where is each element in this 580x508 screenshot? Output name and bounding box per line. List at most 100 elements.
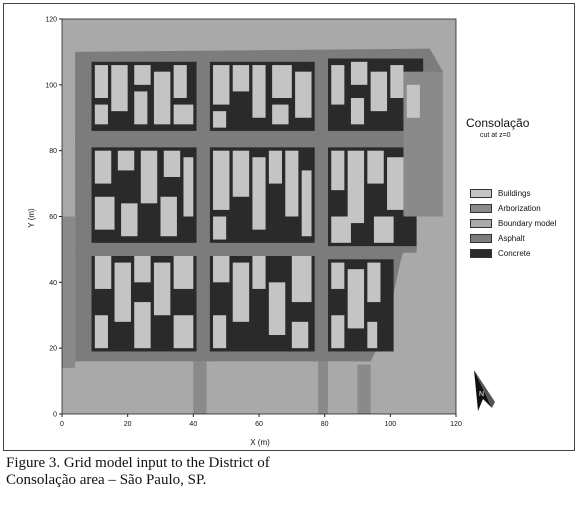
building bbox=[295, 71, 312, 118]
building bbox=[183, 157, 194, 217]
legend-label-concrete: Concrete bbox=[498, 249, 531, 258]
building bbox=[347, 269, 365, 329]
building bbox=[331, 216, 351, 243]
building bbox=[272, 65, 292, 98]
y-tick-label: 120 bbox=[45, 17, 57, 24]
x-tick-label: 100 bbox=[384, 421, 396, 428]
building bbox=[121, 203, 138, 237]
building bbox=[252, 157, 266, 230]
building bbox=[387, 157, 404, 210]
north-arrow-icon: N bbox=[474, 370, 495, 411]
street bbox=[314, 51, 328, 362]
building bbox=[173, 65, 187, 98]
building bbox=[213, 256, 230, 283]
building bbox=[367, 262, 381, 303]
street bbox=[196, 51, 210, 362]
building bbox=[173, 315, 194, 349]
building bbox=[213, 150, 230, 210]
figure-caption: Figure 3. Grid model input to the Distri… bbox=[6, 455, 270, 488]
building bbox=[291, 321, 309, 349]
street bbox=[75, 246, 417, 253]
y-tick-label: 100 bbox=[45, 82, 57, 89]
north-label: N bbox=[479, 391, 484, 398]
building bbox=[232, 150, 250, 197]
building bbox=[134, 302, 151, 349]
building bbox=[94, 104, 108, 125]
building bbox=[153, 262, 171, 316]
legend-label-buildings: Buildings bbox=[498, 189, 531, 198]
legend-item-boundary-model: Boundary model bbox=[470, 216, 556, 231]
legend-swatch-boundary-model bbox=[470, 219, 492, 228]
y-tick-label: 20 bbox=[49, 346, 57, 353]
building bbox=[232, 262, 250, 322]
legend-item-concrete: Concrete bbox=[470, 246, 556, 261]
legend-swatch-buildings bbox=[470, 189, 492, 198]
x-tick-label: 20 bbox=[124, 421, 132, 428]
building bbox=[213, 315, 227, 349]
building bbox=[134, 256, 151, 283]
map-title: Consolação bbox=[466, 116, 530, 130]
legend-swatch-concrete bbox=[470, 249, 492, 258]
building bbox=[94, 256, 112, 289]
avenue-south bbox=[318, 361, 328, 414]
building bbox=[173, 256, 194, 289]
building bbox=[140, 150, 158, 204]
building bbox=[213, 65, 230, 105]
building bbox=[272, 104, 289, 125]
legend-item-arborization: Arborization bbox=[470, 201, 556, 216]
building bbox=[367, 150, 384, 184]
building bbox=[134, 91, 148, 125]
building bbox=[117, 150, 135, 171]
x-tick-label: 40 bbox=[189, 421, 197, 428]
building bbox=[94, 196, 115, 230]
legend-label-arborization: Arborization bbox=[498, 204, 541, 213]
building bbox=[94, 315, 108, 349]
map-layer bbox=[62, 19, 456, 414]
building bbox=[160, 196, 177, 237]
legend-item-asphalt: Asphalt bbox=[470, 231, 556, 246]
building bbox=[268, 150, 282, 184]
building bbox=[268, 282, 286, 335]
y-tick-label: 80 bbox=[49, 148, 57, 155]
legend-label-asphalt: Asphalt bbox=[498, 234, 525, 243]
building bbox=[94, 150, 112, 184]
building bbox=[134, 65, 151, 85]
building bbox=[291, 256, 312, 303]
avenue-south bbox=[193, 361, 207, 414]
building bbox=[331, 315, 345, 349]
building bbox=[213, 216, 227, 240]
building bbox=[252, 65, 266, 118]
x-tick-label: 120 bbox=[450, 421, 462, 428]
building bbox=[285, 150, 299, 217]
arborization-strip bbox=[62, 216, 76, 368]
legend-swatch-asphalt bbox=[470, 234, 492, 243]
building bbox=[390, 65, 404, 98]
x-tick-label: 60 bbox=[255, 421, 263, 428]
building bbox=[232, 65, 250, 92]
building bbox=[94, 65, 108, 98]
building bbox=[111, 65, 128, 112]
building bbox=[163, 150, 181, 177]
building bbox=[173, 104, 194, 125]
x-tick-label: 0 bbox=[60, 421, 64, 428]
y-tick-label: 0 bbox=[53, 412, 57, 419]
y-axis-label: Y (m) bbox=[27, 208, 36, 228]
legend: Buildings Arborization Boundary model As… bbox=[470, 186, 556, 261]
y-tick-label: 60 bbox=[49, 214, 57, 221]
building bbox=[367, 321, 378, 349]
building bbox=[370, 71, 388, 112]
legend-label-boundary-model: Boundary model bbox=[498, 219, 557, 228]
map-subtitle: cut at z=0 bbox=[480, 132, 511, 139]
building bbox=[331, 262, 345, 289]
building bbox=[347, 150, 365, 224]
street bbox=[75, 134, 430, 145]
building bbox=[114, 262, 131, 322]
x-axis-label: X (m) bbox=[250, 438, 270, 447]
building bbox=[301, 170, 312, 237]
building bbox=[331, 65, 345, 105]
building bbox=[153, 71, 171, 125]
legend-swatch-arborization bbox=[470, 204, 492, 213]
